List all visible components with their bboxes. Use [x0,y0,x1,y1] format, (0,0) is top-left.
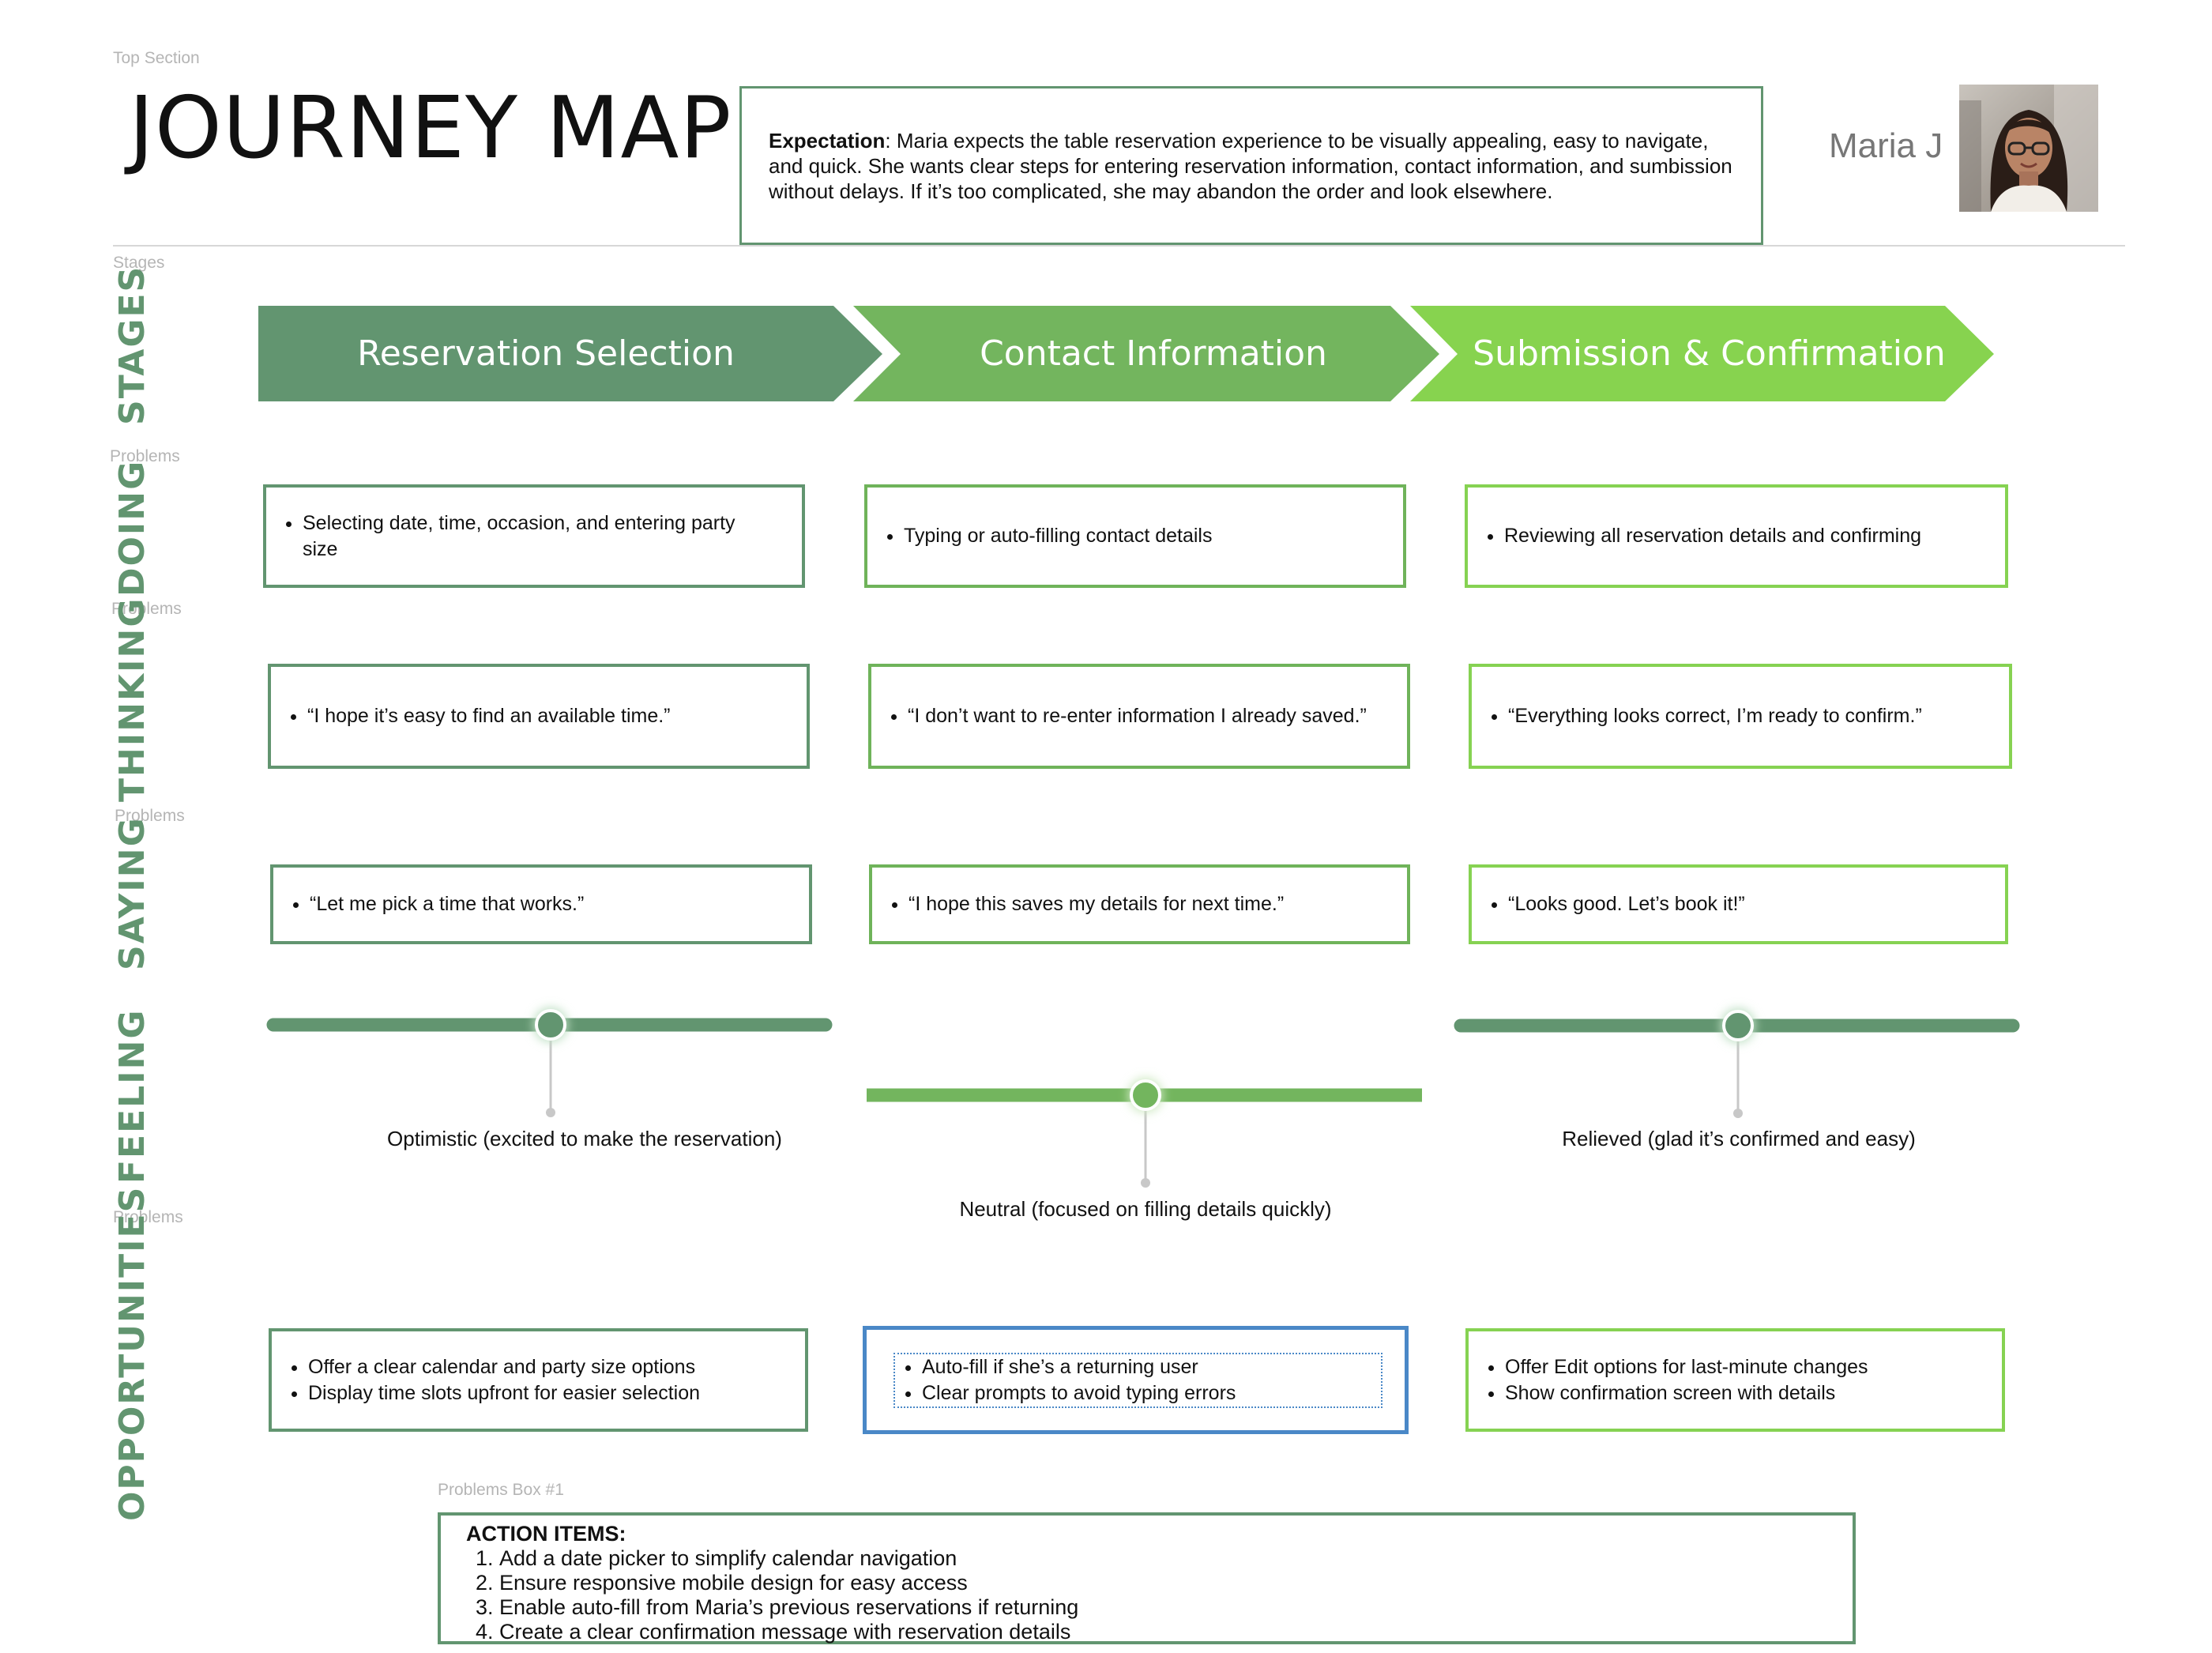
opportunity-card-1: Offer a clear calendar and party size op… [269,1328,808,1432]
frame-label-problems: Problems [115,807,185,825]
persona-name: Maria J [1829,126,1943,165]
thinking-card-2: “I don’t want to re-enter information I … [868,664,1410,769]
saying-card-1: “Let me pick a time that works.” [270,864,812,944]
doing-item: Selecting date, time, occasion, and ente… [303,510,770,563]
feeling-marker-1[interactable] [535,1009,566,1041]
action-item: Enable auto-fill from Maria’s previous r… [499,1595,1827,1620]
doing-item: Reviewing all reservation details and co… [1504,523,1921,549]
row-label-saying: SAYING [112,816,152,970]
frame-label-problems: Problems [113,1208,183,1226]
opportunity-item: Display time slots upfront for easier se… [308,1380,700,1406]
opportunity-item: Offer Edit options for last-minute chang… [1505,1354,1868,1380]
feeling-marker-3[interactable] [1722,1010,1754,1041]
stage-label-1: Reservation Selection [357,333,735,374]
text-selection[interactable]: Auto-fill if she’s a returning user Clea… [893,1352,1382,1408]
stages-bar: Reservation Selection Contact Informatio… [0,306,2212,402]
frame-label-problems: Problems [111,600,182,618]
persona-photo [1959,85,2098,212]
saying-item: “Looks good. Let’s book it!” [1508,891,1745,917]
thinking-card-3: “Everything looks correct, I’m ready to … [1469,664,2012,769]
doing-card-3: Reviewing all reservation details and co… [1465,484,2008,588]
saying-card-2: “I hope this saves my details for next t… [869,864,1410,944]
expectation-label: Expectation [769,129,886,152]
feeling-label-2: Neutral (focused on filling details quic… [959,1197,1332,1221]
feeling-marker-2[interactable] [1130,1079,1161,1111]
feeling-anchor-2 [1141,1178,1150,1188]
row-label-thinking: THINKING [112,597,152,802]
header-divider [113,245,2125,247]
feeling-anchor-1 [546,1108,555,1117]
persona-avatar [1959,85,2098,212]
action-item: Ensure responsive mobile design for easy… [499,1571,1827,1595]
expectation-text: : Maria expects the table reservation ex… [769,129,1732,203]
frame-label-problems-box: Problems Box #1 [438,1481,564,1499]
opportunity-card-2[interactable]: Auto-fill if she’s a returning user Clea… [863,1326,1409,1434]
row-label-opportunities: OPPORTUNITIES [112,1185,152,1521]
page-title: JOURNEY MAP [129,79,732,178]
frame-label-stages: Stages [113,254,165,272]
feeling-anchor-3 [1733,1109,1743,1118]
feeling-label-3: Relieved (glad it’s confirmed and easy) [1562,1127,1916,1150]
opportunity-item: Offer a clear calendar and party size op… [308,1354,700,1380]
action-item: Create a clear confirmation message with… [499,1620,1827,1644]
action-items-box: ACTION ITEMS: Add a date picker to simpl… [438,1512,1856,1644]
feeling-label-1: Optimistic (excited to make the reservat… [387,1127,782,1150]
saying-item: “I hope this saves my details for next t… [908,891,1284,917]
opportunity-item: Show confirmation screen with details [1505,1380,1868,1406]
stage-label-2: Contact Information [980,333,1327,374]
thinking-card-1: “I hope it’s easy to find an available t… [268,664,810,769]
thinking-item: “I don’t want to re-enter information I … [908,703,1367,729]
thinking-item: “Everything looks correct, I’m ready to … [1508,703,1922,729]
stage-arrows [258,306,1994,401]
opportunity-item: Auto-fill if she’s a returning user [922,1354,1373,1380]
expectation-box: Expectation: Maria expects the table res… [739,86,1763,245]
thinking-item: “I hope it’s easy to find an available t… [307,703,671,729]
doing-card-2: Typing or auto-filling contact details [864,484,1406,588]
saying-card-3: “Looks good. Let’s book it!” [1469,864,2008,944]
stage-arrow-2 [853,306,1439,401]
doing-item: Typing or auto-filling contact details [904,523,1213,549]
opportunity-card-3: Offer Edit options for last-minute chang… [1465,1328,2005,1432]
frame-label-problems: Problems [110,447,180,465]
stage-label-3: Submission & Confirmation [1473,333,1946,374]
frame-label-top: Top Section [113,49,200,67]
stage-arrow-1 [258,306,882,401]
doing-card-1: Selecting date, time, occasion, and ente… [263,484,805,588]
stage-arrow-3 [1410,306,1994,401]
feeling-scales [266,1007,2020,1188]
saying-item: “Let me pick a time that works.” [310,891,584,917]
action-items-title: ACTION ITEMS: [466,1522,626,1546]
row-label-doing: DOING [112,459,152,597]
action-item: Add a date picker to simplify calendar n… [499,1546,1827,1571]
opportunity-item: Clear prompts to avoid typing errors [922,1380,1373,1406]
